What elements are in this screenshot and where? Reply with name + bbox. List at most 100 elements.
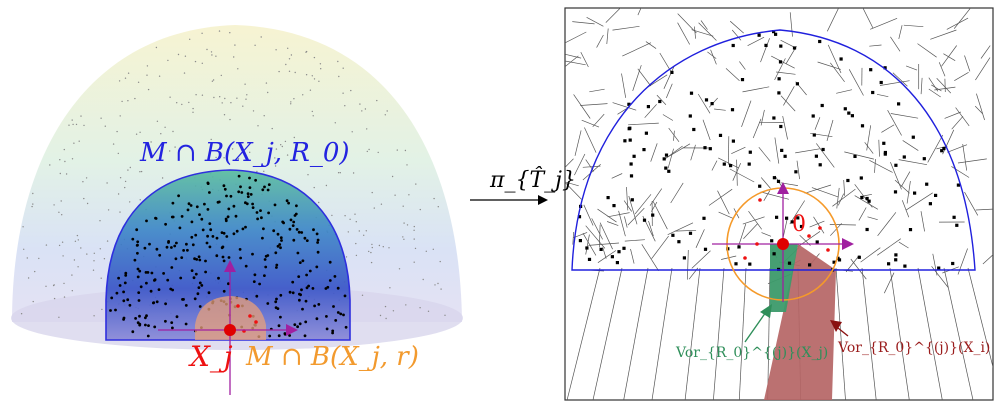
- sample-point: [275, 297, 278, 301]
- voronoi-edge: [836, 187, 840, 209]
- voronoi-edge: [862, 8, 874, 29]
- cloud-point: [312, 115, 314, 117]
- sample-point: [180, 215, 184, 218]
- projected-point: [832, 260, 836, 264]
- sample-point: [227, 207, 231, 211]
- sample-point: [178, 226, 182, 230]
- cloud-point: [234, 44, 236, 46]
- projected-point: [606, 196, 610, 200]
- projected-point: [692, 127, 696, 132]
- sample-point: [285, 199, 289, 203]
- sample-point: [198, 281, 202, 285]
- voronoi-edge: [580, 51, 589, 68]
- sample-point: [253, 273, 257, 277]
- ball-R0-projected-boundary: [571, 29, 976, 271]
- sample-point: [197, 286, 201, 289]
- projected-point: [887, 262, 891, 266]
- cloud-point: [427, 310, 430, 312]
- voronoi-edge: [860, 247, 881, 263]
- voronoi-edge: [861, 267, 877, 400]
- sample-point: [328, 279, 332, 282]
- voronoi-edge: [694, 26, 696, 39]
- sample-point: [339, 312, 343, 316]
- voronoi-edge: [869, 44, 882, 47]
- projected-point: [836, 256, 840, 260]
- cloud-point: [285, 63, 287, 66]
- projected-point: [629, 162, 633, 166]
- projected-point: [815, 240, 819, 244]
- sample-point: [343, 294, 347, 298]
- cloud-point: [256, 170, 258, 173]
- voronoi-edge: [928, 88, 941, 98]
- voronoi-edge: [780, 95, 796, 112]
- cloud-point: [184, 55, 187, 57]
- cloud-point: [73, 259, 76, 261]
- cloud-point: [127, 100, 129, 102]
- cloud-point: [371, 246, 373, 249]
- sample-point: [206, 208, 210, 211]
- sample-point: [303, 334, 307, 338]
- cloud-point: [106, 240, 109, 242]
- origin-point: [777, 238, 789, 250]
- voronoi-edge: [848, 69, 864, 96]
- cloud-point: [402, 236, 404, 238]
- label-ball-r: M ∩ B(X_j, r): [246, 342, 419, 372]
- sample-point: [275, 266, 278, 269]
- cloud-point: [437, 206, 439, 208]
- sample-point: [313, 304, 316, 308]
- sample-point: [192, 276, 196, 280]
- projected-point: [940, 149, 944, 153]
- voronoi-edge: [623, 267, 649, 400]
- sample-point: [190, 220, 194, 224]
- ball-sample-points: [109, 174, 348, 338]
- cloud-point: [167, 59, 169, 62]
- cloud-point: [104, 125, 107, 127]
- cloud-point: [73, 142, 75, 144]
- projected-point: [747, 162, 751, 166]
- cloud-point: [139, 171, 141, 173]
- sample-point: [138, 269, 142, 273]
- sample-point: [240, 191, 244, 194]
- sample-point: [136, 321, 140, 325]
- voronoi-edge: [943, 267, 974, 400]
- cloud-point: [274, 157, 276, 159]
- voronoi-edge: [890, 36, 901, 52]
- cloud-point: [106, 182, 108, 184]
- voronoi-edge: [760, 177, 771, 189]
- projected-point: [867, 199, 871, 203]
- voronoi-edge: [622, 42, 652, 57]
- voronoi-edge: [783, 86, 795, 106]
- sample-point: [297, 230, 301, 234]
- cloud-point: [183, 72, 186, 74]
- projected-point: [772, 30, 776, 34]
- sample-point: [251, 202, 255, 206]
- cloud-point: [382, 246, 384, 248]
- cloud-point: [290, 101, 292, 103]
- voronoi-edge: [700, 20, 708, 30]
- sample-point: [263, 258, 267, 261]
- cloud-point: [20, 313, 23, 315]
- projected-point: [952, 215, 956, 219]
- cloud-point: [23, 248, 25, 250]
- voronoi-edge: [867, 216, 878, 221]
- cloud-point: [342, 92, 344, 94]
- cloud-point: [406, 224, 409, 226]
- voronoi-edge: [900, 171, 911, 187]
- projected-point: [748, 262, 752, 266]
- sample-point: [316, 238, 320, 242]
- cloud-point: [124, 77, 127, 79]
- cloud-point: [405, 304, 407, 306]
- sample-point: [261, 188, 265, 192]
- sample-point: [248, 176, 251, 180]
- label-vor-Xj: Vor_{R_0}^{(j)}(X_j): [676, 345, 829, 361]
- cloud-point: [213, 96, 215, 99]
- cloud-point: [290, 103, 292, 105]
- voronoi-edge: [938, 62, 946, 77]
- cloud-point: [363, 234, 365, 236]
- voronoi-edge: [889, 267, 910, 400]
- sample-point: [295, 228, 299, 231]
- sample-point: [266, 254, 270, 257]
- cloud-point: [129, 166, 131, 169]
- cloud-point: [311, 110, 313, 113]
- sample-point: [264, 265, 268, 269]
